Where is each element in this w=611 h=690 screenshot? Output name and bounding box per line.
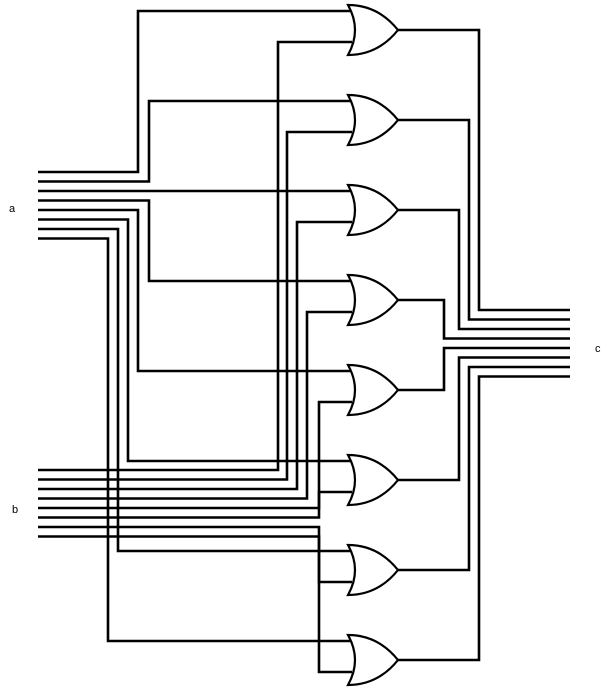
bus-b-bit-1 <box>38 130 352 481</box>
bus-b-bit-3 <box>38 310 352 500</box>
bus-b-bit-5 <box>38 490 352 519</box>
bus-c-wires <box>398 28 570 662</box>
bus-a-bit-0 <box>38 9 352 174</box>
or-gate-3 <box>346 273 400 327</box>
or-gates <box>346 3 400 687</box>
bus-c-bit-3 <box>398 298 570 340</box>
bus-a-wires <box>38 9 352 643</box>
bus-a-bit-5 <box>38 218 352 463</box>
bus-a-bit-3 <box>38 199 352 283</box>
bus-a-bit-1 <box>38 99 352 183</box>
or-gate-6 <box>346 543 400 597</box>
bus-c-bit-2 <box>398 208 570 331</box>
or-gate-5 <box>346 453 400 507</box>
bus-c-bit-4 <box>398 346 570 392</box>
or-gate-4 <box>346 363 400 417</box>
bus-a-bit-6 <box>38 227 352 553</box>
bus-b-bit-2 <box>38 220 352 491</box>
bus-b-label: b <box>12 504 18 516</box>
bus-b-bit-0 <box>38 40 352 472</box>
bus-c-label: c <box>595 343 601 355</box>
bus-a-bit-4 <box>38 208 352 373</box>
or-gate-0 <box>346 3 400 57</box>
or-gate-1 <box>346 93 400 147</box>
bus-c-bit-7 <box>398 375 570 662</box>
bus-b-bit-4 <box>38 400 352 510</box>
bus-b-wires <box>38 40 352 674</box>
bus-a-bit-7 <box>38 237 352 643</box>
bus-c-bit-1 <box>398 118 570 321</box>
bus-c-bit-0 <box>398 28 570 312</box>
or-gate-7 <box>346 633 400 687</box>
or-gate-2 <box>346 183 400 237</box>
bus-c-bit-6 <box>398 365 570 572</box>
bus-b-bit-7 <box>38 535 352 674</box>
bus-c-bit-5 <box>398 356 570 482</box>
bus-a-label: a <box>9 203 16 215</box>
